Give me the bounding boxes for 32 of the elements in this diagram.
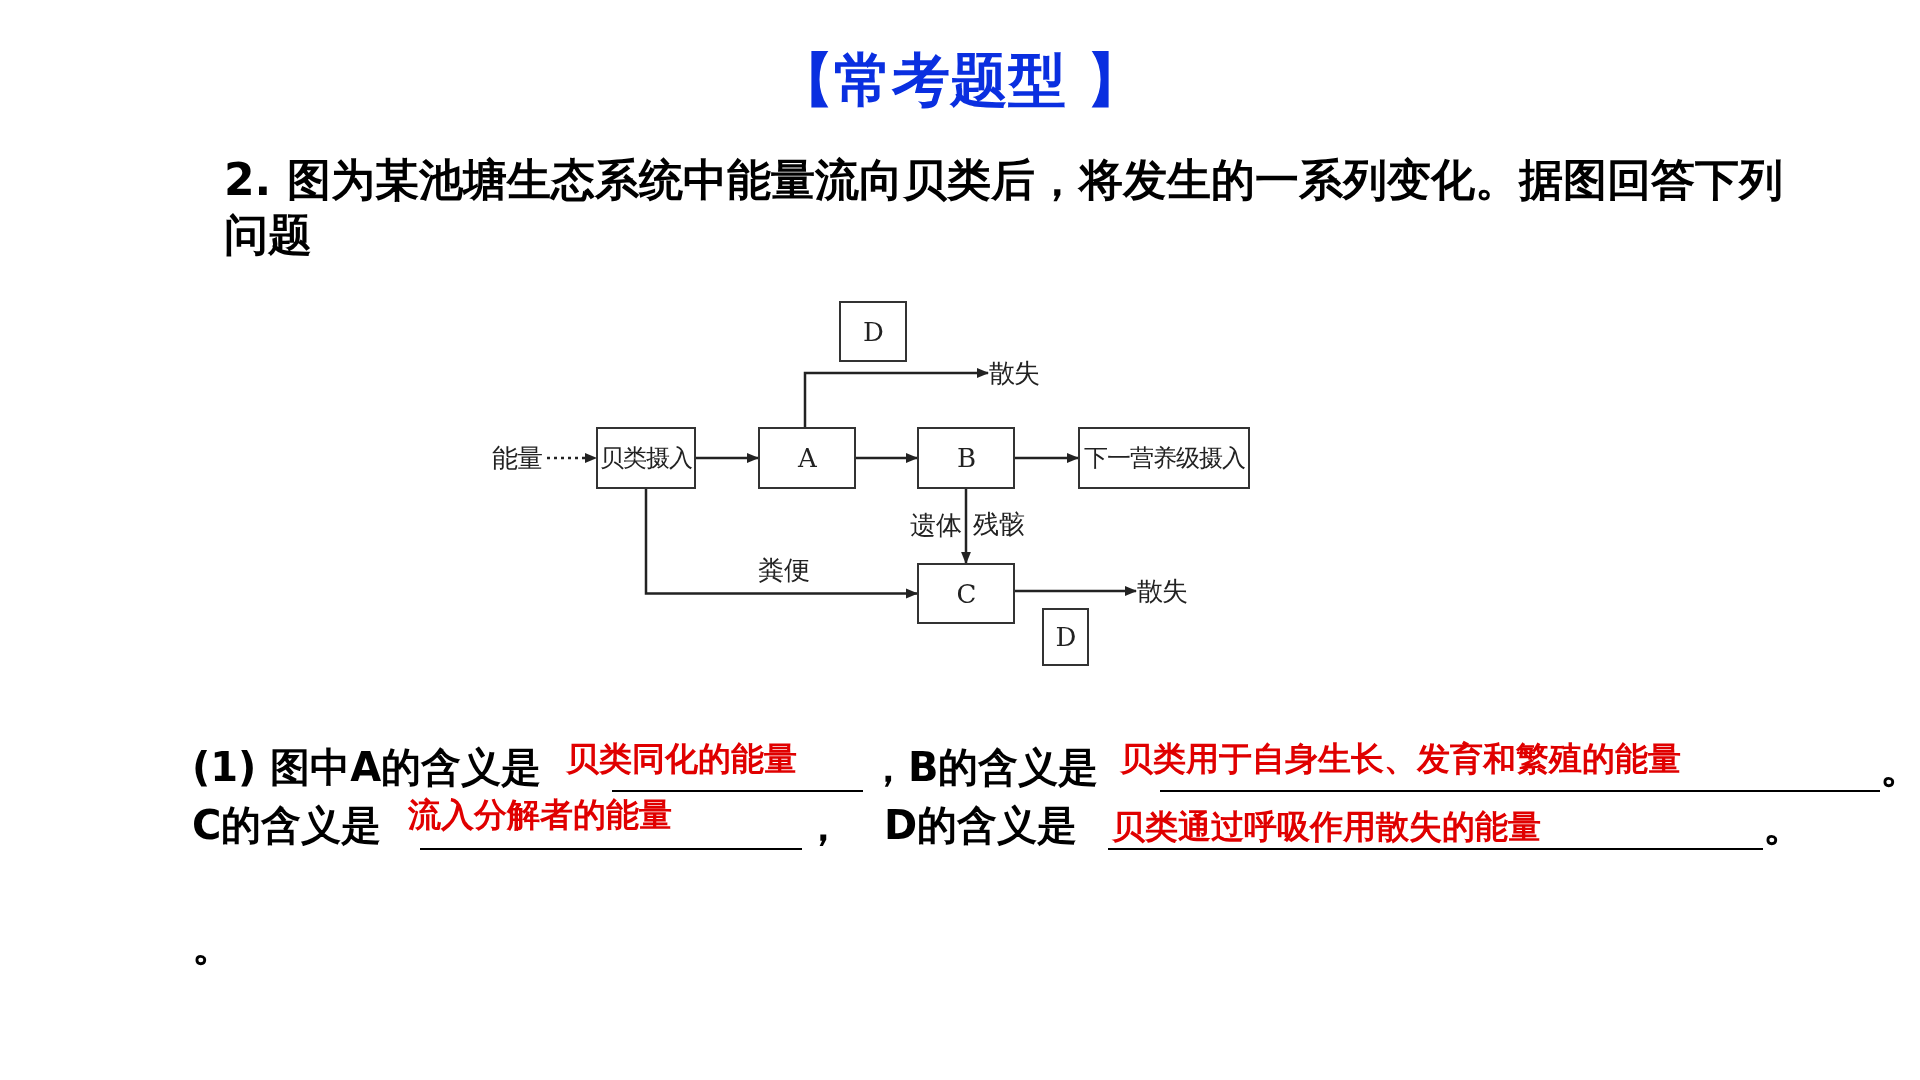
arrow [1015, 453, 1080, 463]
process-box: D [839, 301, 907, 362]
process-box: 贝类摄入 [596, 427, 696, 489]
answer-text: 流入分解者的能量 [408, 794, 672, 836]
process-box: C [917, 563, 1015, 624]
arrow [961, 489, 971, 565]
arrow [547, 453, 598, 463]
question-text: (1) 图中A的含义是 [192, 743, 542, 792]
question-text: ，B的含义是 [868, 743, 1099, 792]
answer-text: 贝类同化的能量 [566, 738, 797, 780]
process-box: B [917, 427, 1015, 489]
punctuation: 。 [192, 920, 234, 972]
process-box: D [1042, 608, 1089, 666]
punctuation: 。 [1880, 742, 1920, 794]
arrow [696, 453, 760, 463]
process-box: A [758, 427, 856, 489]
question-text: C的含义是 [192, 801, 382, 850]
node-label: 散失 [988, 355, 1040, 391]
process-box: 下一营养级摄入 [1078, 427, 1250, 489]
arrow [1015, 586, 1138, 596]
node-label: 散失 [1136, 573, 1188, 609]
punctuation: 。 [1763, 800, 1805, 852]
slide-title: 【常考题型 】 [774, 45, 1146, 116]
arrow [644, 489, 919, 599]
arrow [856, 453, 919, 463]
question-text: 2. 图为某池塘生态系统中能量流向贝类后，将发生的一系列变化。据图回答下列问题 [224, 153, 1784, 262]
answer-text: 贝类通过呼吸作用散失的能量 [1112, 806, 1541, 848]
question-text: D的含义是 [884, 801, 1078, 850]
node-label: 能量 [487, 440, 547, 476]
answer-text: 贝类用于自身生长、发育和繁殖的能量 [1120, 738, 1681, 780]
punctuation: ， [802, 800, 844, 852]
arrow [803, 368, 990, 427]
